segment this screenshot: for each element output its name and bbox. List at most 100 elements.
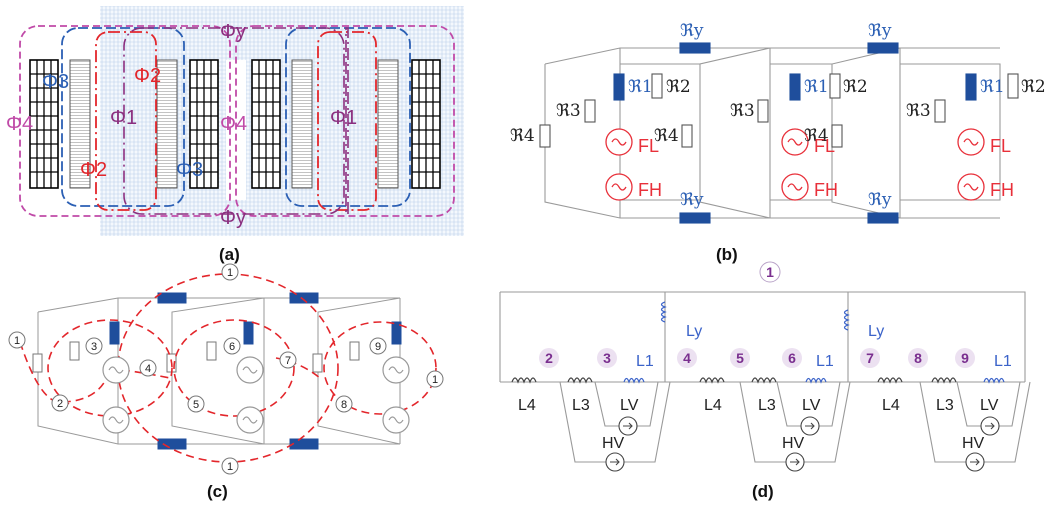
panel-caption: (d) bbox=[752, 482, 774, 501]
current-source-lv bbox=[618, 416, 638, 436]
node-label: 2 bbox=[545, 350, 553, 366]
mmf-source-fl bbox=[605, 128, 633, 156]
node-marker bbox=[860, 348, 880, 368]
mmf-source bbox=[382, 406, 410, 434]
yoke-reluctance bbox=[157, 292, 187, 304]
reluctance-r2 bbox=[1007, 73, 1019, 99]
flux-label-phi-4: Φ4 bbox=[220, 113, 247, 135]
node-marker bbox=[279, 351, 297, 369]
flux-path-phi2 bbox=[317, 31, 377, 211]
flux-label-phi-3: Φ3 bbox=[42, 71, 69, 93]
flux-path-phi1 bbox=[123, 27, 345, 215]
label-fh: FH bbox=[638, 180, 662, 200]
label-l4: L4 bbox=[882, 397, 900, 414]
label-lv: LV bbox=[620, 397, 639, 414]
yoke-reluctance bbox=[679, 212, 711, 224]
flux-label-phi-4: Φ4 bbox=[6, 113, 33, 135]
mmf-source bbox=[102, 406, 130, 434]
label-r1: ℜ1 bbox=[980, 77, 1005, 97]
label-ry: ℜy bbox=[868, 190, 892, 210]
panel-a: Φy Φy Φ4 Φ4 Φ3 Φ3 Φ2 Φ2 Φ1 Φ1 (a) bbox=[0, 6, 464, 264]
label-l3: L3 bbox=[758, 397, 776, 414]
yoke-reluctance bbox=[289, 292, 319, 304]
circuit-wire bbox=[620, 63, 1001, 201]
node-label: 1 bbox=[766, 264, 774, 280]
reluctance-r1 bbox=[109, 321, 120, 345]
label-r4: ℜ4 bbox=[654, 126, 679, 146]
label-r4: ℜ4 bbox=[510, 126, 535, 146]
current-source-lv bbox=[800, 416, 820, 436]
current-source-hv bbox=[965, 452, 985, 472]
label-ly: Ly bbox=[868, 323, 884, 340]
label-ry: ℜy bbox=[680, 21, 704, 41]
node-label: 9 bbox=[375, 341, 381, 353]
node-marker bbox=[51, 394, 69, 412]
label-l1: L1 bbox=[636, 353, 654, 370]
flux-label-phi-y: Φy bbox=[220, 207, 246, 229]
reluctance-r1 bbox=[789, 73, 801, 101]
node-marker bbox=[369, 337, 387, 355]
node-marker bbox=[539, 348, 559, 368]
mmf-source-fl bbox=[957, 128, 985, 156]
flux-path-phi4 bbox=[235, 25, 455, 217]
inductor-l3 bbox=[751, 377, 777, 383]
panel-c bbox=[19, 273, 437, 463]
mmf-source-fh bbox=[781, 173, 809, 201]
flux-label-phi-1: Φ1 bbox=[110, 107, 137, 129]
mmf-source bbox=[236, 406, 264, 434]
flux-path-phi1 bbox=[345, 27, 349, 215]
label-hv: HV bbox=[782, 435, 805, 452]
node-marker bbox=[221, 457, 239, 475]
yoke-reluctance bbox=[867, 42, 899, 54]
node-label: 6 bbox=[788, 350, 796, 366]
reluctance-r3 bbox=[934, 99, 946, 123]
winding-grid bbox=[411, 59, 441, 189]
label-ly: Ly bbox=[686, 323, 702, 340]
reluctance-r1 bbox=[965, 73, 977, 101]
label-r4: ℜ4 bbox=[804, 126, 829, 146]
panel-caption: (a) bbox=[219, 245, 240, 264]
node-label: 1 bbox=[227, 267, 233, 279]
label-ry: ℜy bbox=[868, 21, 892, 41]
reluctance bbox=[69, 341, 80, 361]
reluctance bbox=[349, 341, 360, 361]
inductor-l3 bbox=[567, 377, 593, 383]
flux-path-phi2 bbox=[95, 31, 157, 211]
label-l3: L3 bbox=[936, 397, 954, 414]
reluctance-r3 bbox=[757, 99, 769, 123]
yoke-reluctance bbox=[867, 212, 899, 224]
node-marker bbox=[730, 348, 750, 368]
label-hv: HV bbox=[962, 435, 985, 452]
label-fl: FL bbox=[990, 136, 1011, 156]
label-r2: ℜ2 bbox=[843, 77, 868, 97]
node-marker bbox=[782, 348, 802, 368]
yoke-reluctance bbox=[289, 438, 319, 450]
panel-caption: (c) bbox=[207, 482, 228, 501]
label-lv: LV bbox=[980, 397, 999, 414]
node-label: 5 bbox=[193, 399, 199, 411]
yoke-reluctance bbox=[157, 438, 187, 450]
label-fl: FL bbox=[814, 136, 835, 156]
label-fh: FH bbox=[814, 180, 838, 200]
circuit-wire bbox=[171, 297, 401, 445]
panel-d bbox=[499, 291, 1031, 463]
node-marker bbox=[139, 359, 157, 377]
node-marker bbox=[221, 263, 239, 281]
node-label: 9 bbox=[961, 350, 969, 366]
node-marker bbox=[8, 331, 26, 349]
reluctance-r1 bbox=[613, 73, 625, 101]
label-l4: L4 bbox=[518, 397, 536, 414]
label-fh: FH bbox=[990, 180, 1014, 200]
flux-label-phi-y: Φy bbox=[220, 21, 246, 43]
label-r1: ℜ1 bbox=[804, 77, 829, 97]
flux-path-phi3 bbox=[61, 27, 185, 207]
mmf-source bbox=[236, 356, 264, 384]
reluctance-r2 bbox=[651, 73, 663, 99]
reluctance-r4 bbox=[681, 124, 693, 148]
node-marker bbox=[908, 348, 928, 368]
node-marker bbox=[759, 261, 781, 283]
circuit-wire bbox=[499, 291, 1026, 382]
